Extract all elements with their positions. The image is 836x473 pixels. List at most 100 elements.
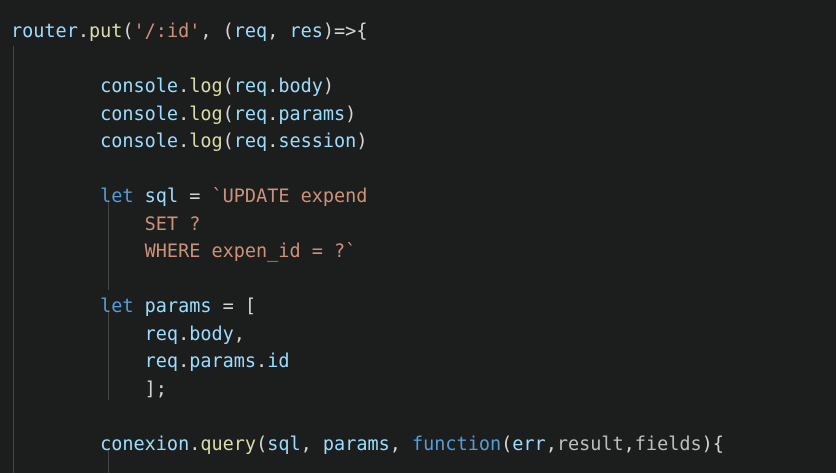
code-token-punctuation bbox=[11, 434, 100, 455]
code-token-identifier: console bbox=[100, 131, 179, 152]
code-token-punctuation bbox=[234, 296, 245, 317]
code-token-punctuation bbox=[11, 104, 100, 125]
code-line[interactable] bbox=[0, 403, 836, 430]
code-token-punctuation: { bbox=[712, 434, 724, 455]
code-token-plain_param: fields bbox=[634, 434, 702, 455]
code-token-string: '/:id' bbox=[133, 21, 201, 42]
code-line[interactable]: let params = [ bbox=[0, 293, 836, 320]
code-line[interactable]: req.params.id bbox=[0, 348, 836, 375]
code-token-punctuation: ( bbox=[256, 434, 268, 455]
code-token-punctuation: . bbox=[178, 351, 190, 372]
code-token-punctuation: ) bbox=[322, 21, 335, 42]
code-token-identifier: req bbox=[233, 104, 268, 125]
code-line[interactable]: console.log(req.params) bbox=[0, 101, 836, 128]
code-line[interactable]: req.body, bbox=[0, 321, 836, 348]
code-token-punctuation: , bbox=[267, 21, 290, 42]
code-token-punctuation: . bbox=[178, 104, 190, 125]
code-line[interactable]: router.put('/:id', (req, res)=>{ bbox=[0, 18, 836, 45]
code-token-punctuation bbox=[11, 76, 100, 97]
code-token-punctuation bbox=[11, 131, 100, 152]
code-token-function_name: log bbox=[189, 76, 223, 97]
code-token-punctuation: [ bbox=[244, 296, 257, 317]
code-token-string: WHERE expen_id = ?` bbox=[144, 241, 357, 262]
code-line[interactable]: console.log(req.session) bbox=[0, 128, 836, 155]
code-token-punctuation: { bbox=[356, 21, 368, 42]
code-token-punctuation bbox=[11, 351, 145, 372]
code-token-identifier: params bbox=[144, 296, 212, 317]
code-line[interactable]: ]; bbox=[0, 376, 836, 403]
code-token-punctuation bbox=[134, 296, 145, 317]
code-token-punctuation: , bbox=[623, 434, 635, 455]
code-token-identifier: req bbox=[144, 351, 179, 372]
code-token-identifier: err bbox=[512, 434, 546, 455]
code-token-punctuation: ) bbox=[701, 434, 713, 455]
code-token-punctuation: , bbox=[300, 434, 323, 455]
code-token-punctuation bbox=[200, 186, 211, 207]
code-token-punctuation bbox=[134, 186, 145, 207]
code-token-function_name: query bbox=[200, 434, 257, 455]
code-token-keyword: function bbox=[412, 434, 502, 455]
code-token-identifier: console bbox=[100, 104, 179, 125]
code-token-identifier: session bbox=[278, 131, 357, 152]
code-line[interactable]: conexion.query(sql, params, function(err… bbox=[0, 431, 836, 458]
code-token-punctuation: ]; bbox=[144, 379, 167, 400]
code-line[interactable]: let sql = `UPDATE expend bbox=[0, 183, 836, 210]
code-token-identifier: req bbox=[233, 76, 268, 97]
code-token-punctuation: ( bbox=[222, 76, 234, 97]
code-token-identifier: console bbox=[100, 76, 179, 97]
code-token-string: SET ? bbox=[144, 214, 201, 235]
code-token-punctuation: ) bbox=[356, 131, 368, 152]
code-token-identifier: req bbox=[144, 324, 179, 345]
code-token-keyword: let bbox=[100, 296, 134, 317]
code-token-identifier: params bbox=[322, 434, 390, 455]
code-token-punctuation: ( bbox=[222, 21, 234, 42]
code-line[interactable] bbox=[0, 45, 836, 72]
code-token-punctuation: . bbox=[256, 351, 268, 372]
code-token-punctuation: . bbox=[178, 324, 190, 345]
code-token-punctuation bbox=[212, 296, 223, 317]
code-token-identifier: conexion bbox=[100, 434, 190, 455]
code-token-punctuation: . bbox=[267, 104, 279, 125]
indent-guide-level-2-b bbox=[108, 310, 109, 400]
code-token-punctuation: ( bbox=[222, 131, 234, 152]
code-token-punctuation: , bbox=[389, 434, 413, 455]
code-token-punctuation bbox=[178, 186, 189, 207]
code-token-punctuation: , bbox=[200, 21, 223, 42]
code-line[interactable]: WHERE expen_id = ?` bbox=[0, 238, 836, 265]
code-line[interactable] bbox=[0, 266, 836, 293]
code-token-punctuation: . bbox=[77, 21, 89, 42]
code-token-punctuation: . bbox=[267, 76, 279, 97]
code-token-punctuation: , bbox=[545, 434, 557, 455]
code-token-punctuation: ( bbox=[222, 104, 234, 125]
code-token-function_name: log bbox=[189, 131, 223, 152]
code-token-punctuation: = bbox=[222, 296, 234, 317]
code-token-identifier: req bbox=[233, 131, 268, 152]
code-token-identifier: res bbox=[289, 21, 323, 42]
code-token-punctuation bbox=[11, 186, 100, 207]
code-token-punctuation: . bbox=[189, 434, 201, 455]
code-token-punctuation: . bbox=[267, 131, 279, 152]
code-token-identifier: router bbox=[11, 21, 78, 42]
code-token-punctuation: , bbox=[233, 324, 245, 345]
code-token-punctuation: ( bbox=[122, 21, 134, 42]
code-token-punctuation: ) bbox=[322, 76, 335, 97]
code-token-punctuation: ( bbox=[501, 434, 513, 455]
code-token-function_name: log bbox=[189, 104, 223, 125]
code-token-punctuation bbox=[11, 296, 100, 317]
code-token-punctuation: . bbox=[178, 76, 190, 97]
code-token-punctuation bbox=[11, 241, 145, 262]
code-token-punctuation bbox=[11, 214, 145, 235]
indent-guide-level-1 bbox=[13, 46, 14, 473]
code-token-punctuation: . bbox=[178, 131, 190, 152]
code-line[interactable]: SET ? bbox=[0, 211, 836, 238]
code-line[interactable] bbox=[0, 156, 836, 183]
code-line[interactable]: console.log(req.body) bbox=[0, 73, 836, 100]
code-token-identifier: body bbox=[278, 76, 323, 97]
code-token-function_name: put bbox=[88, 21, 123, 42]
code-token-identifier: sql bbox=[267, 434, 301, 455]
code-token-plain_param: result bbox=[556, 434, 624, 455]
code-token-identifier: params bbox=[189, 351, 257, 372]
code-token-identifier: body bbox=[189, 324, 234, 345]
